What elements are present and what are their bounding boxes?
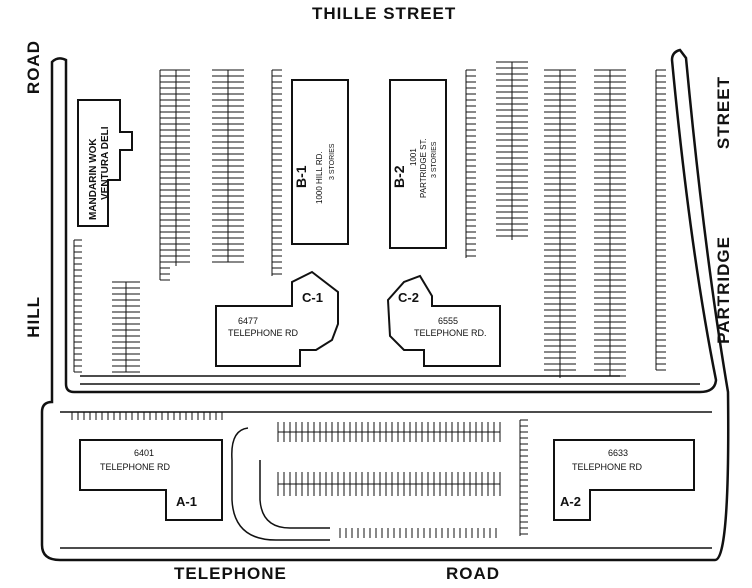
street-label-road-left: ROAD [24,40,43,95]
b1-stories: 3 STORIES [329,143,336,180]
building-c2 [386,274,501,367]
upper-drive [80,375,700,385]
street-label-street-right: STREET [714,76,733,150]
b2-address: PARTRIDGE ST. [419,138,428,198]
lower-lot-inner [60,411,712,549]
building-mandarin-wok [77,99,133,227]
building-b2 [389,79,447,249]
c1-street: TELEPHONE RD [228,328,299,338]
building-c1 [215,270,339,367]
street-label-partridge: PARTRIDGE [714,236,733,344]
a2-id: A-2 [560,494,581,509]
b2-address-num: 1001 [409,148,418,166]
b1-address: 1000 HILL RD. [315,151,324,204]
a1-id: A-1 [176,494,197,509]
b2-id: B-2 [391,165,407,188]
mandarin-wok-label: MANDARIN WOK [88,138,99,220]
building-b1 [291,79,349,245]
street-label-road-bottom: ROAD [446,564,501,583]
ventura-deli-label: VENTURA DELI [100,126,111,200]
b1-id: B-1 [293,165,309,188]
building-a2 [553,439,695,521]
c2-id: C-2 [398,290,419,305]
a1-street: TELEPHONE RD [100,462,171,472]
b2-stories: 3 STORIES [431,141,438,178]
lot-boundary [40,48,730,562]
c2-number: 6555 [438,316,458,326]
street-label-hill: HILL [24,296,43,338]
c1-number: 6477 [238,316,258,326]
lower-driveway [231,427,330,541]
a2-number: 6633 [608,448,628,458]
a1-number: 6401 [134,448,154,458]
a2-street: TELEPHONE RD [572,462,643,472]
building-a1 [79,439,223,521]
street-label-telephone: TELEPHONE [174,564,287,583]
c2-street: TELEPHONE RD. [414,328,487,338]
c1-id: C-1 [302,290,323,305]
street-label-thille: THILLE STREET [312,4,457,23]
